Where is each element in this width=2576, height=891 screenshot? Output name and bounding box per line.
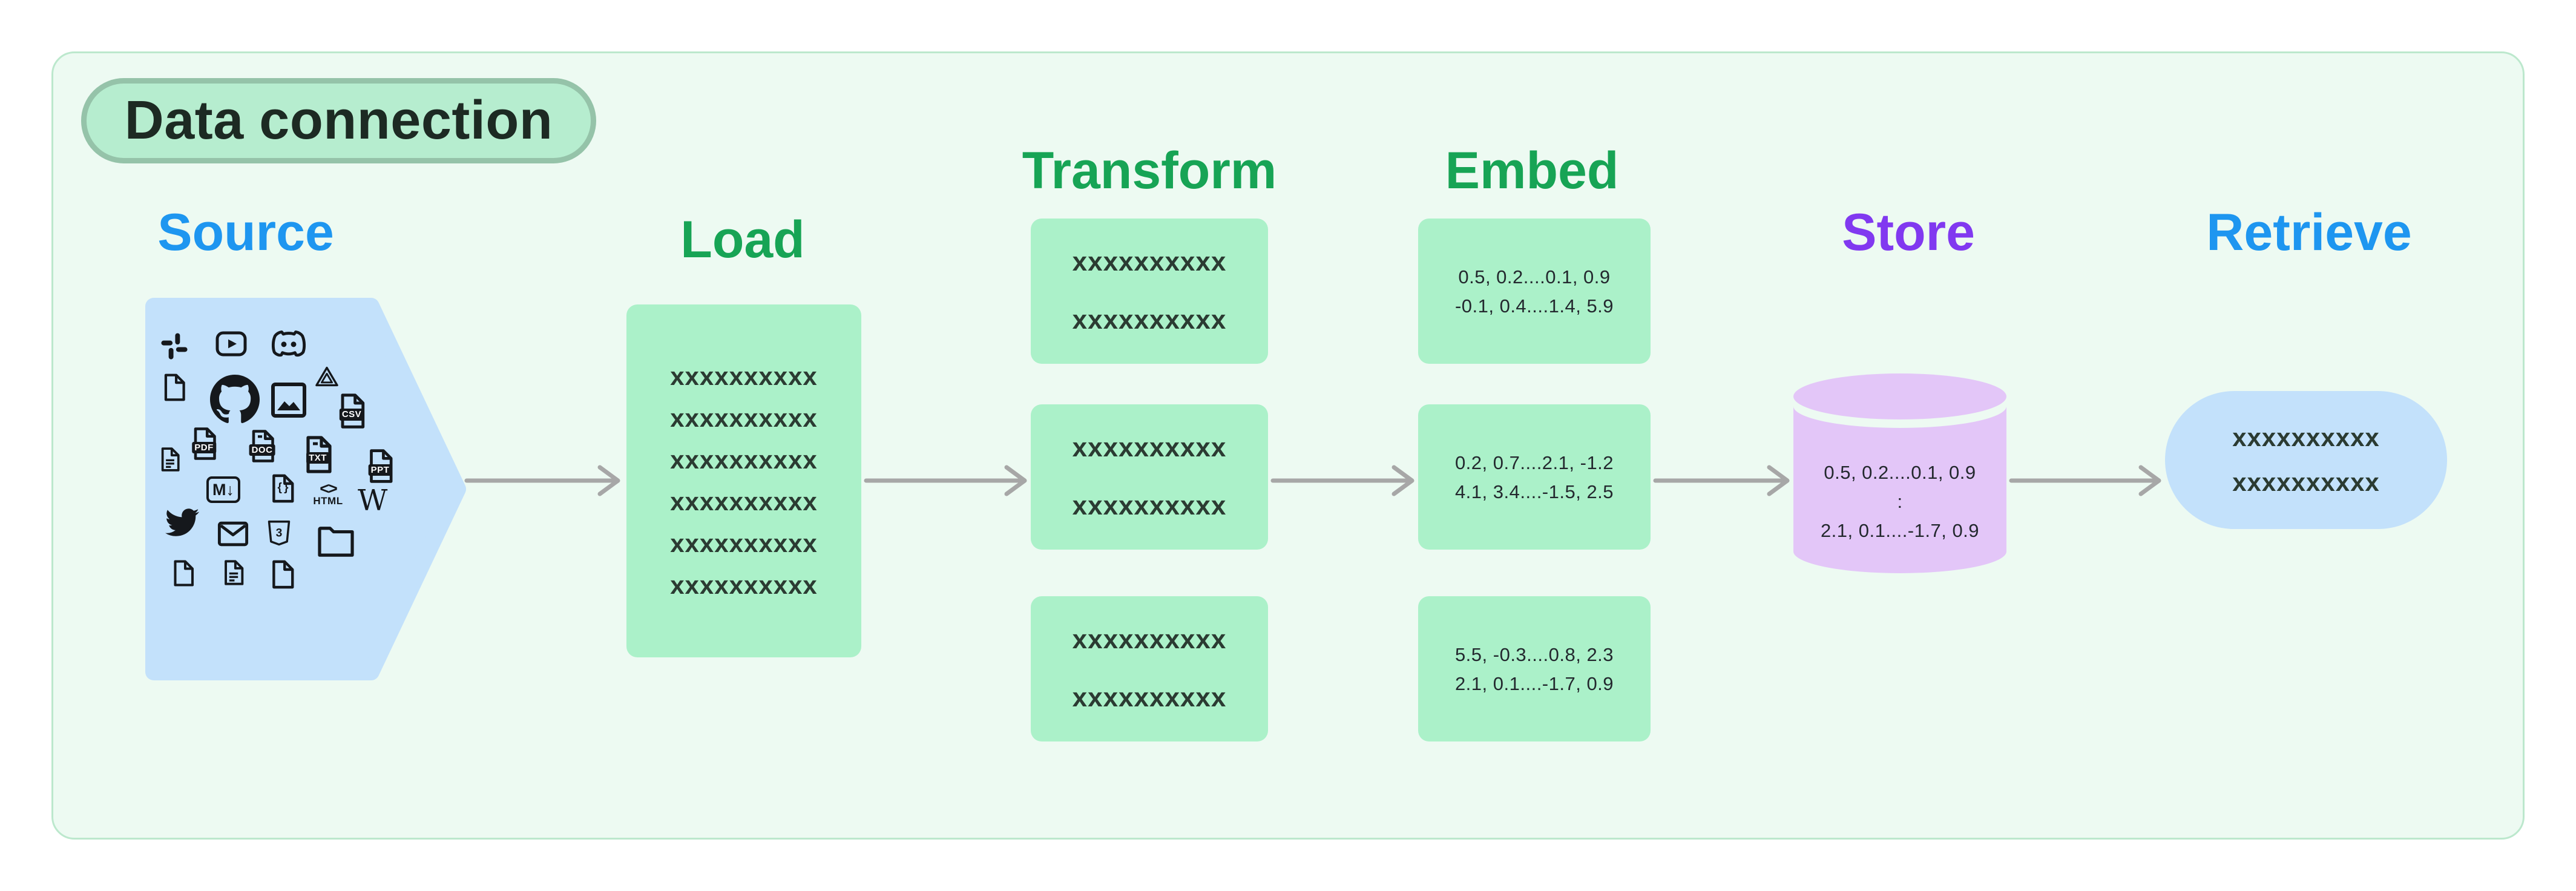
file-icon: [159, 372, 189, 403]
placeholder-text-line: xxxxxxxxxx: [670, 529, 818, 557]
vector-values-line: 0.5, 0.2....0.1, 0.9: [1458, 266, 1611, 288]
vector-values-line: 5.5, -0.3....0.8, 2.3: [1454, 643, 1614, 665]
file-icon: [267, 559, 298, 590]
store-title: Store: [1842, 203, 1975, 261]
txt-file-icon: TXT: [298, 435, 337, 474]
folder-icon: [317, 525, 355, 557]
markdown-icon: M↓: [206, 476, 240, 503]
github-icon: [210, 375, 260, 424]
placeholder-text-line: xxxxxxxxxx: [2232, 468, 2380, 496]
csv-file-icon: CSV: [334, 393, 370, 429]
placeholder-text-line: xxxxxxxxxx: [1072, 305, 1227, 335]
json-label: { }: [277, 481, 288, 494]
placeholder-text-line: xxxxxxxxxx: [1072, 683, 1227, 712]
placeholder-text-line: xxxxxxxxxx: [670, 446, 818, 474]
pdf-file-icon: PDF: [187, 427, 221, 461]
ppt-file-icon: PPT: [363, 449, 398, 484]
badge-label: Data connection: [124, 90, 553, 151]
placeholder-text-line: xxxxxxxxxx: [1072, 491, 1227, 521]
vector-values-line: 0.2, 0.7....2.1, -1.2: [1454, 452, 1614, 473]
css3-label: 3: [276, 527, 283, 540]
image-icon: [269, 381, 308, 419]
load-title: Load: [680, 211, 805, 269]
embed-title: Embed: [1445, 142, 1619, 200]
transform-title: Transform: [1022, 142, 1277, 200]
placeholder-text-line: xxxxxxxxxx: [670, 362, 818, 390]
placeholder-text-line: xxxxxxxxxx: [670, 571, 818, 599]
slack-icon: [160, 332, 188, 360]
data-connection-panel: Data connection Source Load Transform Em…: [51, 51, 2525, 840]
vector-values-line: 2.1, 0.1....-1.7, 0.9: [1454, 672, 1614, 694]
html-label: HTML: [313, 495, 343, 507]
file-lines-icon: [157, 446, 183, 473]
load-box: xxxxxxxxxx xxxxxxxxxx xxxxxxxxxx xxxxxxx…: [626, 304, 861, 657]
markdown-label: M↓: [212, 480, 234, 499]
transform-chunk-box: xxxxxxxxxx xxxxxxxxxx: [1031, 219, 1268, 364]
wikipedia-icon: W: [358, 486, 387, 515]
json-file-icon: { }: [267, 473, 298, 504]
store-database-cylinder: [1793, 373, 2006, 573]
placeholder-text-line: xxxxxxxxxx: [1072, 433, 1227, 462]
discord-icon: [271, 329, 307, 359]
placeholder-text-line: xxxxxxxxxx: [670, 404, 818, 432]
embed-vector-box: 0.2, 0.7....2.1, -1.2 4.1, 3.4....-1.5, …: [1418, 404, 1651, 550]
source-title: Source: [157, 203, 334, 261]
placeholder-text-line: xxxxxxxxxx: [1072, 247, 1227, 277]
embed-vector-box: 5.5, -0.3....0.8, 2.3 2.1, 0.1....-1.7, …: [1418, 596, 1651, 741]
css3-icon: 3: [266, 519, 292, 548]
retrieve-title: Retrieve: [2206, 203, 2412, 261]
twitter-icon: [163, 505, 202, 539]
transform-chunk-box: xxxxxxxxxx xxxxxxxxxx: [1031, 404, 1268, 550]
placeholder-text-line: xxxxxxxxxx: [1072, 625, 1227, 654]
embed-vector-box: 0.5, 0.2....0.1, 0.9 -0.1, 0.4....1.4, 5…: [1418, 219, 1651, 364]
stored-vectors-text: 0.5, 0.2....0.1, 0.9 : 2.1, 0.1....-1.7,…: [1793, 450, 2006, 553]
html-code-glyph: <>: [320, 479, 338, 498]
placeholder-text-line: xxxxxxxxxx: [2232, 423, 2380, 452]
vector-values-line: -0.1, 0.4....1.4, 5.9: [1454, 295, 1614, 317]
doc-label: DOC: [249, 444, 275, 456]
txt-label: TXT: [306, 452, 329, 464]
google-drive-icon: [314, 365, 340, 388]
retrieve-result-box: xxxxxxxxxx xxxxxxxxxx: [2165, 391, 2447, 529]
vector-values-line: 0.5, 0.2....0.1, 0.9: [1824, 461, 1976, 483]
youtube-icon: [215, 330, 248, 358]
pdf-label: PDF: [192, 441, 216, 453]
mail-icon: [217, 521, 249, 547]
ppt-label: PPT: [368, 464, 392, 476]
vector-values-line: 2.1, 0.1....-1.7, 0.9: [1820, 519, 1980, 541]
transform-chunk-box: xxxxxxxxxx xxxxxxxxxx: [1031, 596, 1268, 741]
data-connection-badge: Data connection: [81, 78, 596, 163]
file-lines-icon: [220, 559, 248, 587]
vector-values-line: 4.1, 3.4....-1.5, 2.5: [1454, 481, 1614, 502]
vector-values-ellipsis: :: [1897, 490, 1903, 512]
placeholder-text-line: xxxxxxxxxx: [670, 487, 818, 516]
html-icon: <> HTML: [310, 479, 346, 513]
csv-label: CSV: [339, 409, 364, 421]
file-icon: [169, 559, 198, 588]
wikipedia-w: W: [358, 484, 388, 518]
doc-file-icon: DOC: [245, 429, 279, 463]
